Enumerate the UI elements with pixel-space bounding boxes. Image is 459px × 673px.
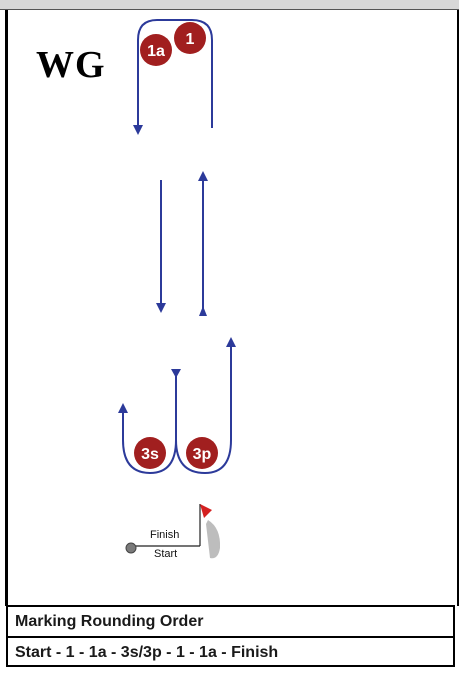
- mark-1a: 1a: [140, 34, 172, 66]
- course-leg-gate-starboard-loop: [118, 403, 177, 475]
- rounding-order-header: Marking Rounding Order: [15, 613, 204, 630]
- mark-1: 1: [174, 22, 206, 54]
- top-border-strip: [0, 0, 459, 10]
- course-leg-top-loop: [133, 19, 213, 135]
- course-leg-middle-up-base-arrow: [199, 306, 207, 316]
- mark-3p: 3p: [186, 437, 218, 469]
- pin-buoy-icon: [125, 542, 137, 554]
- mark-3s: 3s: [134, 437, 166, 469]
- diagram-title: WG: [36, 44, 106, 86]
- mark-1-label: 1: [186, 31, 195, 48]
- rounding-order-sequence: Start - 1 - 1a - 3s/3p - 1 - 1a - Finish: [8, 636, 453, 665]
- mark-3s-label: 3s: [141, 446, 159, 463]
- rounding-order-table: Marking Rounding Order Start - 1 - 1a - …: [6, 605, 455, 667]
- finish-label: Finish: [150, 529, 179, 541]
- mark-3p-label: 3p: [193, 446, 212, 463]
- mark-1a-label: 1a: [147, 43, 165, 60]
- diagram-border: [5, 10, 459, 606]
- course-leg-gate-center-arrow: [171, 369, 181, 378]
- flag-icon: [200, 504, 212, 518]
- start-label: Start: [154, 548, 177, 560]
- committee-boat-icon: [206, 520, 221, 559]
- start-finish-line: Finish Start: [125, 504, 221, 560]
- course-leg-gate-port-loop: [175, 337, 236, 475]
